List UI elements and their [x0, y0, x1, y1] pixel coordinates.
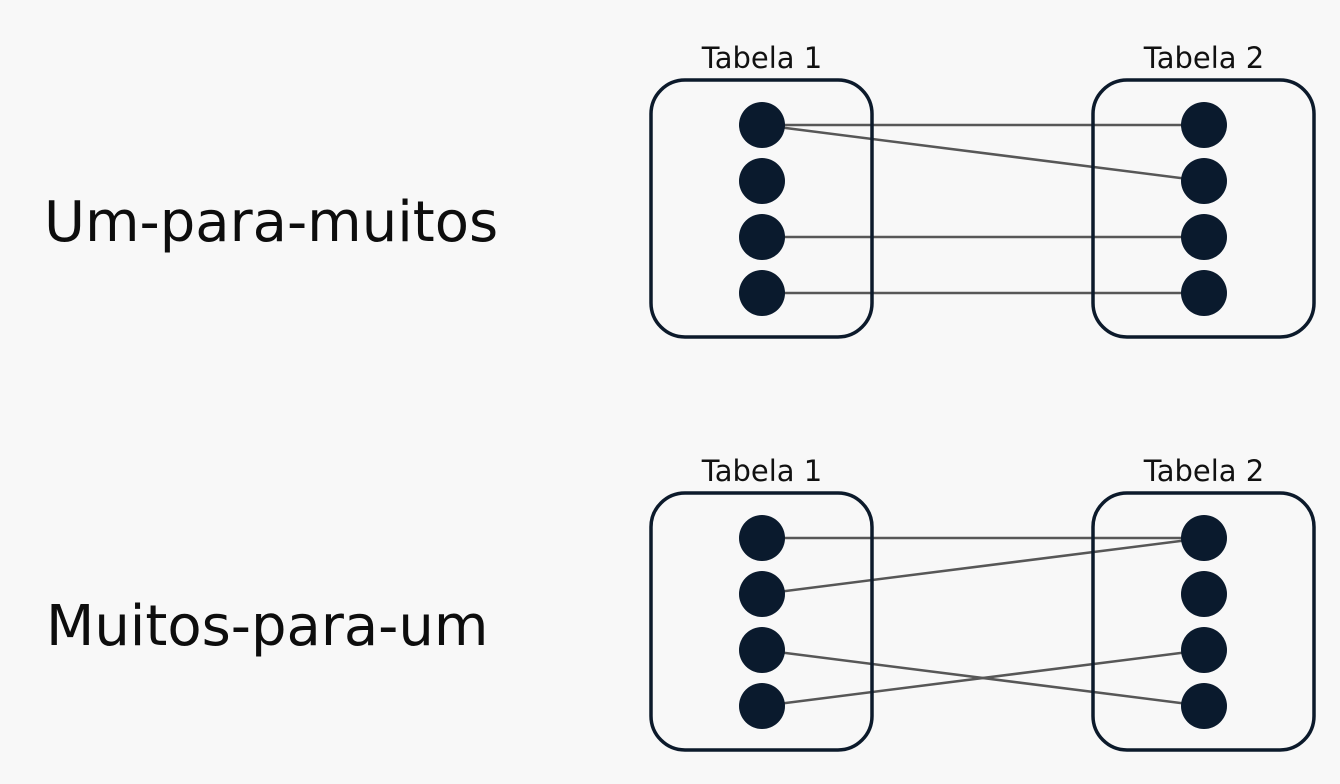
table-1-row-node: [739, 214, 785, 260]
table-1-label: Tabela 1: [701, 454, 822, 488]
relation-line: [761, 123, 1205, 183]
table-1-row-node: [739, 683, 785, 729]
many-to-one-links: [761, 536, 1205, 708]
one-to-many-title: Um-para-muitos: [44, 190, 498, 255]
table-2-row-node: [1181, 158, 1227, 204]
table-1-row-node: [739, 270, 785, 316]
relation-line: [761, 536, 1205, 596]
table-2-box: [1091, 491, 1316, 752]
table-2-label: Tabela 2: [1143, 41, 1264, 75]
table-1-label: Tabela 1: [701, 41, 822, 75]
table-1-row-node: [739, 627, 785, 673]
table-2-row-node: [1181, 571, 1227, 617]
table-2-row-node: [1181, 515, 1227, 561]
table-1-rows: [739, 102, 785, 316]
table-1-row-node: [739, 515, 785, 561]
table-2-row-node: [1181, 683, 1227, 729]
one-to-many-section: Um-para-muitos Tabela 1 Tabela 2: [44, 41, 1316, 339]
table-2-row-node: [1181, 214, 1227, 260]
relation-line: [761, 648, 1205, 708]
table-2-row-node: [1181, 102, 1227, 148]
table-1-box: [649, 491, 874, 752]
table-1-box: [649, 78, 874, 339]
table-1-rows: [739, 515, 785, 729]
one-to-many-links: [761, 123, 1205, 295]
table-2-rows: [1181, 515, 1227, 729]
table-2-rows: [1181, 102, 1227, 316]
table-2-row-node: [1181, 270, 1227, 316]
table-1-row-node: [739, 158, 785, 204]
table-2-label: Tabela 2: [1143, 454, 1264, 488]
many-to-one-title: Muitos-para-um: [46, 594, 488, 659]
many-to-one-section: Muitos-para-um Tabela 1 Tabela 2: [46, 454, 1316, 752]
table-2-row-node: [1181, 627, 1227, 673]
table-1-row-node: [739, 571, 785, 617]
table-2-box: [1091, 78, 1316, 339]
table-1-row-node: [739, 102, 785, 148]
